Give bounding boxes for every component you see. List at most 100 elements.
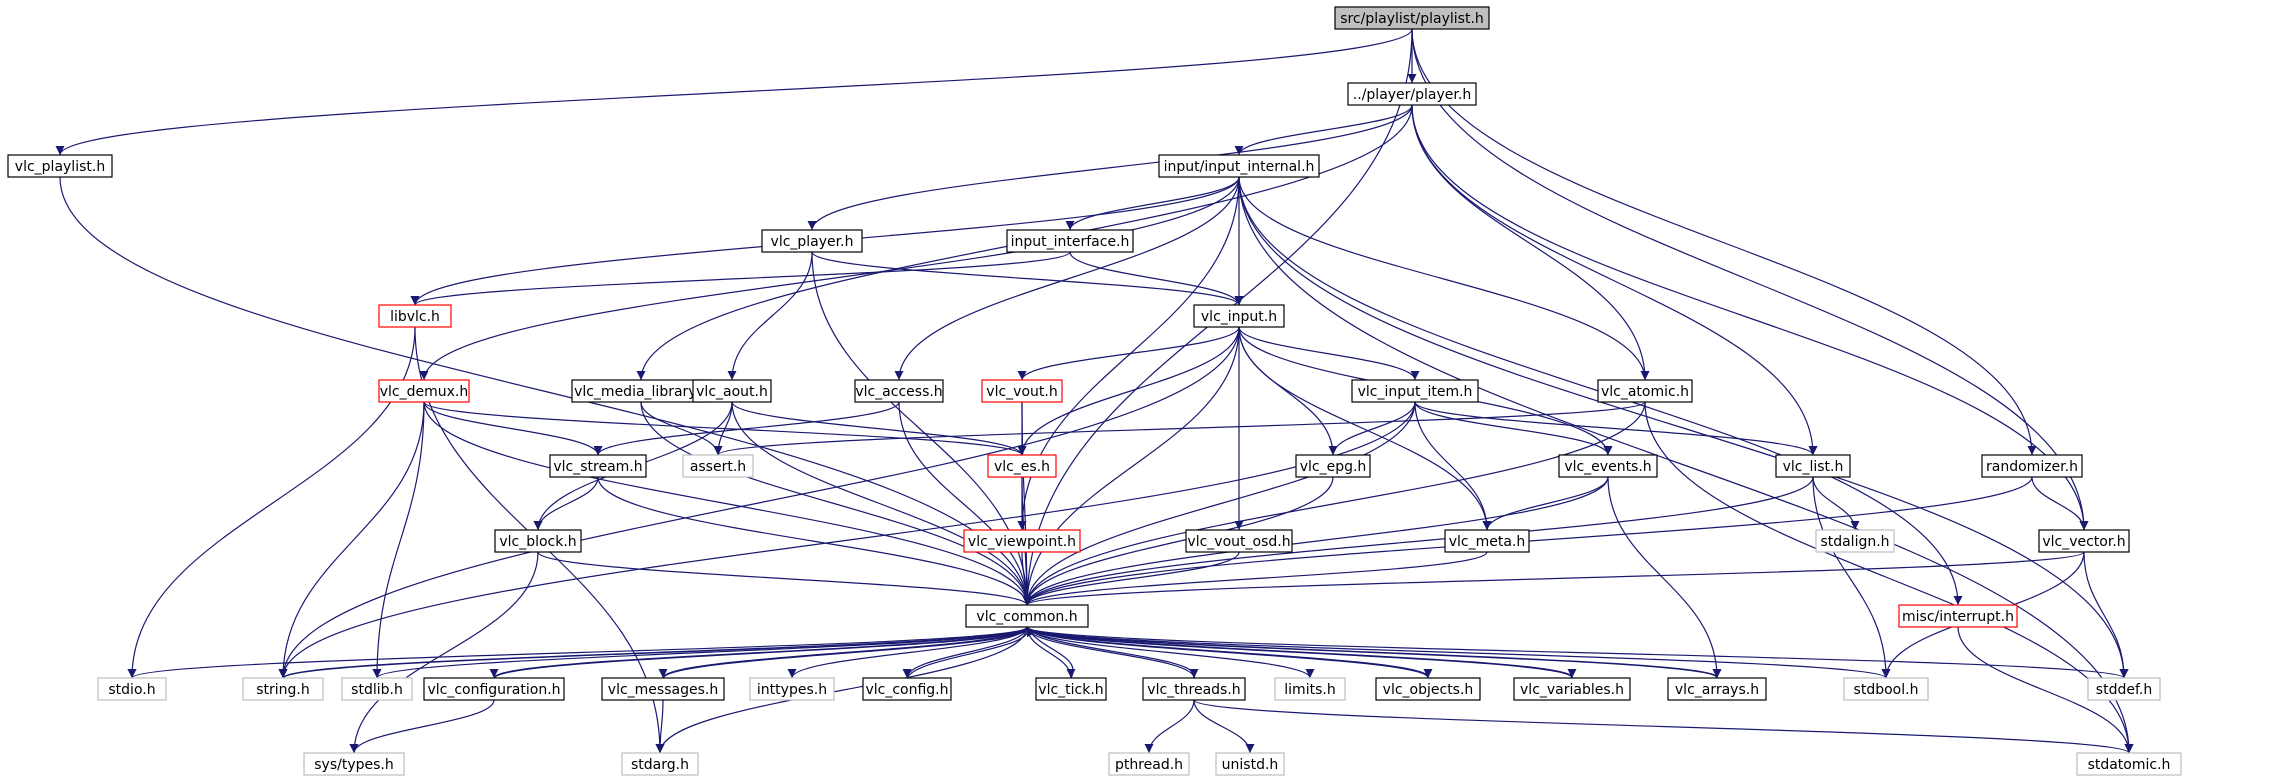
edge-vlc_input_item-to-string	[278, 401, 1416, 679]
node-box	[1351, 379, 1479, 403]
node-label: inttypes.h	[757, 682, 827, 698]
node-vlc-config[interactable]: vlc_config.h	[862, 677, 952, 701]
node-misc-interrupt[interactable]: misc/interrupt.h	[1898, 604, 2018, 628]
node-vlc-player[interactable]: vlc_player.h	[761, 229, 863, 253]
node-input-internal[interactable]: input/input_internal.h	[1158, 154, 1320, 178]
node-label: vlc_threads.h	[1147, 682, 1240, 698]
node-input-interface[interactable]: input_interface.h	[1006, 229, 1134, 253]
node-label: pthread.h	[1115, 757, 1183, 773]
node-stdbool[interactable]: stdbool.h	[1843, 677, 1929, 701]
edge-vlc_list-to-vlc_common	[1022, 476, 1814, 606]
node-root[interactable]: src/playlist/playlist.h	[1334, 6, 1490, 30]
edge-vlc_atomic-to-vlc_common	[1022, 401, 1646, 606]
node-vlc-epg[interactable]: vlc_epg.h	[1295, 454, 1371, 478]
node-vlc-events[interactable]: vlc_events.h	[1558, 454, 1658, 478]
node-vlc-vout[interactable]: vlc_vout.h	[981, 379, 1063, 403]
node-vlc-threads[interactable]: vlc_threads.h	[1142, 677, 1246, 701]
node-box	[987, 454, 1057, 478]
node-box	[965, 604, 1089, 628]
node-vlc-aout[interactable]: vlc_aout.h	[692, 379, 772, 403]
node-label: unistd.h	[1222, 757, 1279, 773]
node-label: vlc_arrays.h	[1675, 682, 1759, 698]
node-unistd[interactable]: unistd.h	[1215, 752, 1285, 776]
node-vlc-tick[interactable]: vlc_tick.h	[1035, 677, 1107, 701]
edge-vlc_input_item-to-vlc_events	[1414, 401, 1613, 456]
edge-vlc_demux-to-string	[278, 401, 425, 679]
node-stdio[interactable]: stdio.h	[97, 677, 167, 701]
edge-vlc_epg-to-vlc_common	[1022, 476, 1334, 606]
node-box	[378, 379, 470, 403]
node-randomizer[interactable]: randomizer.h	[1981, 454, 2083, 478]
node-vlc-es[interactable]: vlc_es.h	[987, 454, 1057, 478]
node-box	[1898, 604, 2018, 628]
node-vlc-variables[interactable]: vlc_variables.h	[1513, 677, 1631, 701]
node-vlc-access[interactable]: vlc_access.h	[854, 379, 944, 403]
node-stdatomic[interactable]: stdatomic.h	[2076, 752, 2182, 776]
node-inttypes[interactable]: inttypes.h	[749, 677, 835, 701]
node-box	[1375, 677, 1481, 701]
node-vlc-common[interactable]: vlc_common.h	[965, 604, 1089, 628]
node-vlc-messages[interactable]: vlc_messages.h	[601, 677, 725, 701]
node-box	[494, 529, 582, 553]
node-stdalign[interactable]: stdalign.h	[1815, 529, 1895, 553]
node-player[interactable]: ../player/player.h	[1347, 82, 1477, 106]
node-label: input_interface.h	[1011, 234, 1130, 250]
node-label: stdarg.h	[631, 757, 689, 773]
node-label: vlc_configuration.h	[427, 682, 560, 698]
node-vlc-arrays[interactable]: vlc_arrays.h	[1667, 677, 1767, 701]
edge-misc_interrupt-to-stdatomic	[1957, 626, 2134, 754]
node-pthread[interactable]: pthread.h	[1108, 752, 1190, 776]
edge-vlc_vector-to-stddef	[2083, 551, 2129, 679]
node-libvlc[interactable]: libvlc.h	[378, 304, 452, 328]
edge-vlc_input-to-vlc_input_item	[1238, 326, 1420, 381]
node-stddef[interactable]: stddef.h	[2087, 677, 2161, 701]
node-vlc-block[interactable]: vlc_block.h	[494, 529, 582, 553]
node-vlc-list[interactable]: vlc_list.h	[1775, 454, 1851, 478]
node-box	[423, 677, 565, 701]
node-vlc-meta[interactable]: vlc_meta.h	[1444, 529, 1530, 553]
node-vlc-stream[interactable]: vlc_stream.h	[549, 454, 647, 478]
node-box	[1334, 6, 1490, 30]
node-limits[interactable]: limits.h	[1274, 677, 1346, 701]
edge-vlc_meta-to-vlc_common	[1022, 551, 1488, 606]
node-label: ../player/player.h	[1353, 87, 1471, 103]
node-vlc-playlist[interactable]: vlc_playlist.h	[7, 154, 113, 178]
node-vlc-media-library[interactable]: vlc_media_library.h	[571, 379, 711, 403]
node-sys-types[interactable]: sys/types.h	[303, 752, 405, 776]
edge-vlc_stream-to-vlc_common	[597, 476, 1032, 606]
edge-input_interface-to-vlc_input	[1069, 251, 1244, 306]
node-box	[303, 752, 405, 776]
node-label: vlc_atomic.h	[1601, 384, 1689, 400]
node-box	[1347, 82, 1477, 106]
edge-vlc_threads-to-stdatomic	[1193, 699, 2134, 754]
node-label: vlc_vout_osd.h	[1187, 534, 1290, 550]
node-vlc-configuration[interactable]: vlc_configuration.h	[423, 677, 565, 701]
node-label: limits.h	[1284, 682, 1335, 698]
edge-player-to-vlc_player	[807, 104, 1413, 231]
node-string[interactable]: string.h	[242, 677, 324, 701]
edge-vlc_input-to-string	[278, 326, 1240, 679]
node-box	[1274, 677, 1346, 701]
node-vlc-viewpoint[interactable]: vlc_viewpoint.h	[963, 529, 1081, 553]
node-box	[854, 379, 944, 403]
node-box	[1158, 154, 1320, 178]
node-vlc-objects[interactable]: vlc_objects.h	[1375, 677, 1481, 701]
node-label: vlc_variables.h	[1520, 682, 1624, 698]
node-label: sys/types.h	[314, 757, 393, 773]
node-vlc-vector[interactable]: vlc_vector.h	[2038, 529, 2130, 553]
node-label: misc/interrupt.h	[1902, 609, 2014, 625]
node-label: libvlc.h	[390, 309, 440, 325]
node-vlc-input[interactable]: vlc_input.h	[1193, 304, 1285, 328]
node-stdarg[interactable]: stdarg.h	[621, 752, 699, 776]
edge-vlc_vector-to-vlc_common	[1022, 551, 2085, 606]
node-assert[interactable]: assert.h	[682, 454, 754, 478]
node-stdlib[interactable]: stdlib.h	[341, 677, 413, 701]
edge-string-to-vlc_common	[282, 626, 1036, 679]
node-box	[1108, 752, 1190, 776]
node-vlc-input-item[interactable]: vlc_input_item.h	[1351, 379, 1479, 403]
node-vlc-atomic[interactable]: vlc_atomic.h	[1597, 379, 1693, 403]
node-label: vlc_media_library.h	[574, 384, 708, 400]
node-vlc-vout-osd[interactable]: vlc_vout_osd.h	[1185, 529, 1293, 553]
node-label: vlc_input.h	[1201, 309, 1277, 325]
node-vlc-demux[interactable]: vlc_demux.h	[378, 379, 470, 403]
